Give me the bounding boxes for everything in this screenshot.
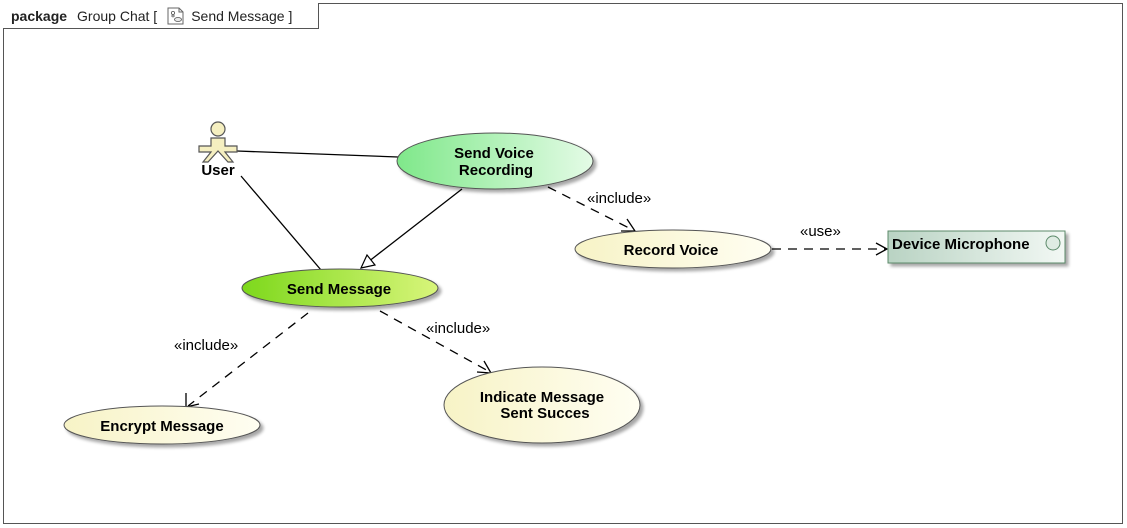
diagram-name: Send Message ] (191, 7, 293, 24)
usecase-record-voice-label: Record Voice (624, 242, 719, 259)
actor-user (198, 121, 238, 163)
usecase-indicate-line2: Sent Succes (500, 405, 589, 422)
usecase-encrypt-message-label: Encrypt Message (100, 418, 223, 435)
association-user-sendmessage (240, 175, 322, 271)
stereotype-include-record: «include» (587, 190, 651, 207)
usecase-send-message-label: Send Message (287, 281, 391, 298)
generalization-sendvoice-sendmessage (359, 188, 463, 269)
component-device-microphone[interactable] (887, 230, 1066, 264)
package-frame (3, 3, 1123, 524)
use-case-diagram-icon (166, 7, 186, 25)
usecase-send-voice-line2: Recording (459, 162, 533, 179)
usecase-send-message[interactable] (241, 268, 439, 308)
usecase-record-voice[interactable] (574, 229, 772, 269)
package-name: Group Chat [ (77, 7, 158, 24)
usecase-indicate-message[interactable] (443, 366, 641, 444)
stereotype-include-indicate: «include» (426, 320, 490, 337)
interface-circle-icon (1045, 235, 1061, 251)
usecase-encrypt-message[interactable] (63, 405, 261, 445)
usecase-send-voice-line1: Send Voice (454, 145, 534, 162)
usecase-indicate-line1: Indicate Message (480, 389, 604, 406)
actor-head-icon (210, 121, 226, 137)
stereotype-use-mic: «use» (800, 223, 841, 240)
component-device-microphone-label: Device Microphone (892, 236, 1030, 253)
usecase-send-voice-recording[interactable] (396, 132, 594, 190)
package-keyword: package (11, 7, 68, 24)
include-sendmessage-encrypt (185, 312, 309, 408)
stereotype-include-encrypt: «include» (174, 337, 238, 354)
actor-user-label: User (201, 162, 235, 179)
association-user-sendvoice (236, 150, 399, 158)
use-recordvoice-microphone (772, 242, 889, 256)
package-header-tab: package Group Chat [ Send Message ] (3, 3, 319, 29)
